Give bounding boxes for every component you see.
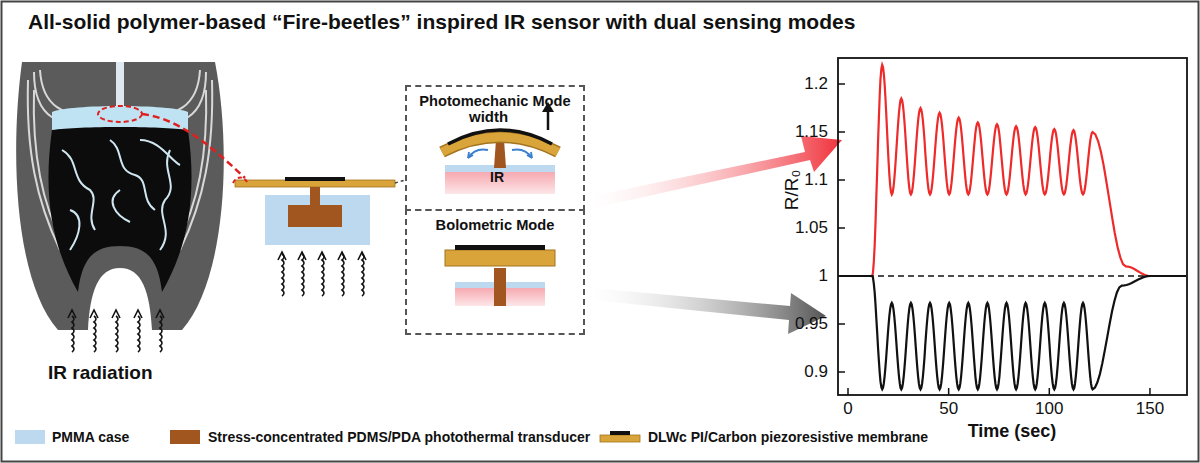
plot-frame <box>838 58 1187 395</box>
tick-label: 1.2 <box>804 74 828 94</box>
callout-ellipse <box>98 106 142 122</box>
chart <box>838 58 1187 395</box>
dendrites <box>62 140 180 250</box>
sensillum-body <box>16 62 224 330</box>
channel <box>116 62 124 112</box>
curves <box>840 65 1186 390</box>
sensor-schematic <box>233 177 405 245</box>
tick-label: 50 <box>939 399 958 419</box>
callout-mark <box>233 178 247 183</box>
ir-waves <box>68 252 366 352</box>
mode-title: Bolometric Mode <box>407 217 583 234</box>
legend-text: DLWc PI/Carbon piezoresistive membrane <box>648 429 928 445</box>
tick-label: 0.9 <box>804 362 828 382</box>
legend-swatch <box>170 430 200 444</box>
tick-label: 0 <box>843 399 852 419</box>
dimension-label: width <box>469 108 508 125</box>
mode-arrow <box>592 136 842 208</box>
tick-label: 1.15 <box>795 122 828 142</box>
tick-label: 150 <box>1136 399 1164 419</box>
strain-arrows <box>468 149 532 158</box>
photomechanic-drawing <box>442 102 558 194</box>
beetle-sensillum <box>16 62 245 330</box>
baseline <box>838 275 1187 276</box>
zoom-line <box>395 180 405 183</box>
axis-title: Time (sec) <box>968 421 1057 442</box>
annotation: IR radiation <box>48 362 153 384</box>
ir-label: IR <box>490 169 504 185</box>
carbon-layer <box>448 130 552 144</box>
dendrite-region <box>48 127 191 292</box>
mode-panel: Bolometric Mode <box>405 209 585 335</box>
tick-label: 1.05 <box>795 218 828 238</box>
legend-swatch <box>15 430 45 444</box>
tick-label: 100 <box>1035 399 1063 419</box>
legend-sample <box>600 431 640 442</box>
tick-label: 1.1 <box>804 170 828 190</box>
legend-text: Stress-concentrated PDMS/PDA phototherma… <box>208 429 590 445</box>
membrane <box>235 180 395 187</box>
bolometric-drawing <box>445 245 555 306</box>
mode-panel: Photomechanic ModewidthIR <box>405 85 585 211</box>
transducer <box>494 140 506 168</box>
data-curve <box>840 276 1186 389</box>
mode-arrow <box>592 288 826 334</box>
axis-title: R/R₀ <box>781 170 803 211</box>
title: All-solid polymer-based “Fire-beetles” i… <box>28 10 855 34</box>
legend-text: PMMA case <box>52 429 129 445</box>
membrane <box>445 250 555 266</box>
carbon-layer <box>455 245 545 250</box>
mode-title: Photomechanic Mode <box>407 93 583 110</box>
transducer-stem <box>310 187 320 207</box>
tick-label: 1 <box>819 266 828 286</box>
data-curve <box>840 65 1186 276</box>
callout-line <box>142 114 245 178</box>
transducer-body <box>288 205 342 227</box>
carbon-layer <box>285 177 345 181</box>
ticks <box>838 84 1150 395</box>
tick-label: 0.95 <box>795 314 828 334</box>
transducer <box>494 268 506 306</box>
